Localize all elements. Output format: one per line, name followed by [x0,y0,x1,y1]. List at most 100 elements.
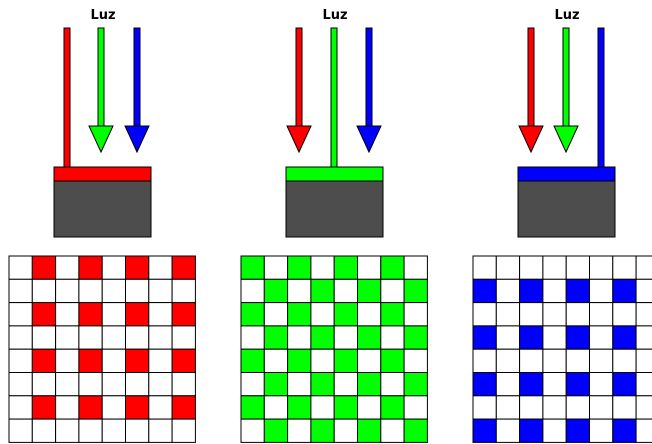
empty-cell [542,278,567,304]
empty-cell [589,278,614,304]
colored-cell [612,278,637,304]
empty-cell [8,395,33,420]
light-arrows [518,27,614,228]
red-light-blocked-arrow-head [286,125,312,154]
empty-cell [310,302,335,327]
panel-green-filter: Luz [240,8,428,443]
light-label: Luz [90,8,115,23]
colored-cell [612,325,637,350]
empty-cell [333,418,359,443]
empty-cell [380,372,405,397]
empty-cell [472,302,497,327]
empty-cell [31,372,57,397]
colored-cell [472,278,497,304]
empty-cell [31,325,57,350]
empty-cell [403,255,428,280]
colored-cell [263,325,289,350]
blue-light-blocked-arrow-shaft [133,27,141,128]
green-light-blocked-arrow-shaft [97,27,105,128]
color-filter [517,166,616,182]
empty-cell [171,325,196,350]
colored-cell [333,302,359,327]
colored-cell [472,372,497,397]
colored-cell [333,395,359,420]
blue-light-blocked-arrow-shaft [365,27,373,128]
colored-cell [171,302,196,327]
green-light-blocked-arrow-head [553,125,579,154]
empty-cell [148,348,173,374]
sensor-body [285,180,384,238]
colored-cell [287,348,312,374]
colored-cell [31,255,57,280]
colored-cell [310,418,335,443]
empty-cell [589,395,614,420]
colored-cell [565,418,591,443]
empty-cell [635,302,652,327]
colored-cell [125,302,150,327]
colored-cell [403,278,428,304]
empty-cell [101,395,126,420]
empty-cell [263,302,289,327]
empty-cell [148,278,173,304]
colored-cell [240,395,265,420]
colored-cell [171,395,196,420]
colored-cell [310,372,335,397]
colored-cell [78,348,103,374]
empty-cell [171,372,196,397]
empty-cell [589,372,614,397]
empty-cell [589,418,614,443]
empty-cell [542,325,567,350]
empty-cell [101,348,126,374]
empty-cell [148,302,173,327]
empty-cell [101,372,126,397]
colored-cell [380,348,405,374]
colored-cell [519,372,544,397]
empty-cell [357,395,382,420]
empty-cell [78,372,103,397]
empty-cell [542,418,567,443]
empty-cell [635,255,652,280]
empty-cell [635,278,652,304]
empty-cell [55,302,80,327]
empty-cell [171,418,196,443]
empty-cell [589,302,614,327]
empty-cell [287,278,312,304]
empty-cell [101,302,126,327]
empty-cell [263,348,289,374]
empty-cell [380,325,405,350]
empty-cell [542,302,567,327]
empty-cell [565,348,591,374]
empty-cell [635,348,652,374]
empty-cell [380,278,405,304]
empty-cell [310,348,335,374]
empty-cell [357,255,382,280]
empty-cell [565,255,591,280]
empty-cell [403,348,428,374]
empty-cell [472,255,497,280]
empty-cell [357,302,382,327]
empty-cell [542,395,567,420]
empty-cell [55,372,80,397]
empty-cell [472,395,497,420]
sensor-with-filter [517,166,616,238]
red-light-blocked-arrow-head [518,125,544,154]
empty-cell [8,325,33,350]
color-grid [240,255,428,443]
empty-cell [148,325,173,350]
light-label: Luz [554,8,579,23]
empty-cell [240,278,265,304]
empty-cell [635,418,652,443]
empty-cell [357,348,382,374]
empty-cell [148,395,173,420]
colored-cell [263,278,289,304]
colored-cell [78,302,103,327]
colored-cell [287,255,312,280]
colored-cell [565,278,591,304]
colored-cell [78,255,103,280]
empty-cell [31,418,57,443]
empty-cell [519,255,544,280]
empty-cell [495,255,521,280]
colored-cell [171,348,196,374]
empty-cell [125,418,150,443]
